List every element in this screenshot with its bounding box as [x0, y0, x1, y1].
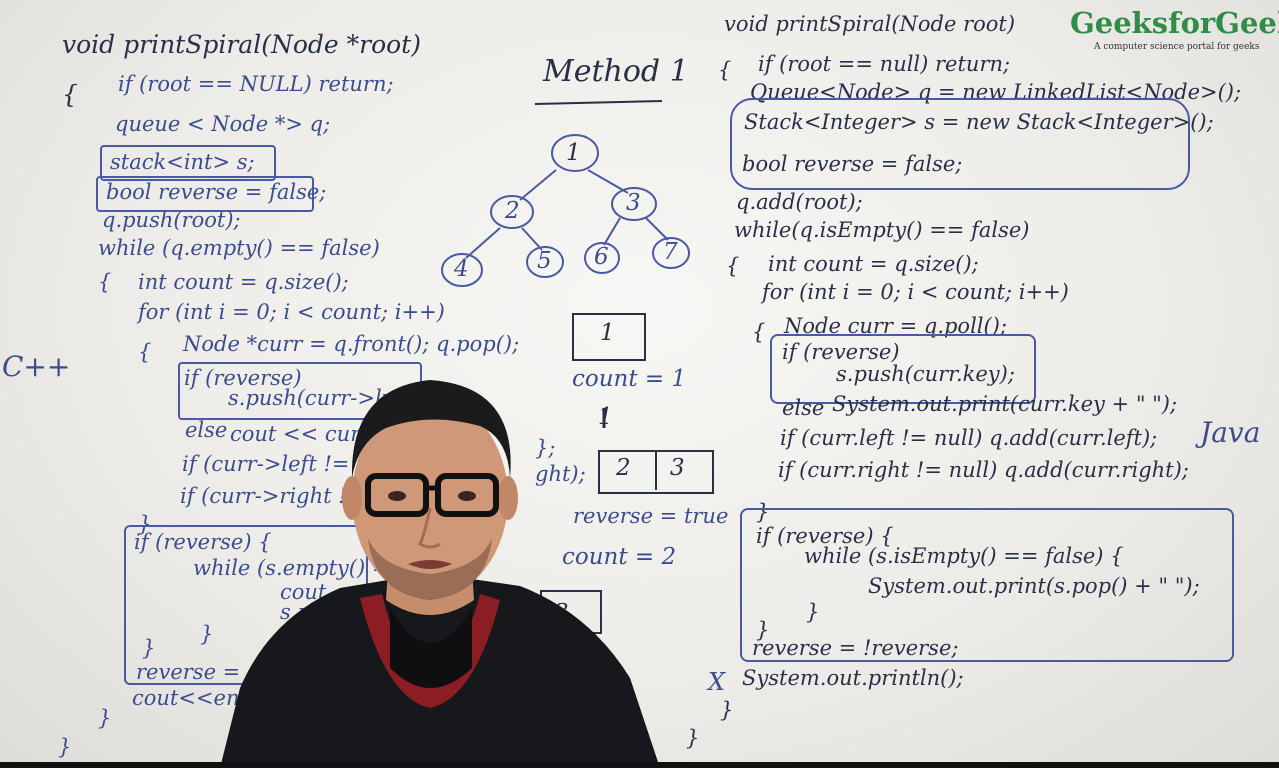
java-line-26: reverse = !reverse;: [752, 636, 959, 660]
cpp-line-10: int count = q.size();: [138, 270, 349, 294]
cpp-stack-box: [100, 145, 276, 181]
java-line-29: }: [720, 698, 734, 722]
java-line-30: }: [686, 726, 700, 750]
java-line-17: System.out.print(curr.key + " ");: [832, 392, 1178, 416]
cpp-line-27: }: [200, 622, 214, 646]
java-line-10: int count = q.size();: [768, 252, 979, 276]
tree-node-6: 6: [594, 244, 609, 270]
bottom-edge: [0, 762, 1279, 768]
cpp-line-2: {: [62, 80, 78, 109]
tree-node-1: 1: [566, 140, 581, 166]
cpp-line-22: }: [138, 512, 152, 536]
cpp-line-6: bool reverse = false;: [106, 180, 327, 204]
java-line-14: if (reverse): [782, 340, 900, 364]
java-line-15: s.push(curr.key);: [836, 362, 1015, 386]
queue-box-2-value-a: 2: [616, 455, 631, 481]
queue-box-2-value-b: 3: [670, 455, 685, 481]
java-line-3: if (root == null) return;: [758, 52, 1011, 76]
java-line-18: if (curr.left != null) q.add(curr.left);: [780, 426, 1158, 450]
cross-mark: X: [708, 668, 726, 696]
cpp-line-21: ght);: [535, 462, 586, 486]
java-line-1: void printSpiral(Node root): [724, 12, 1016, 36]
queue-box-1-value: 1: [600, 320, 615, 346]
cpp-bool-box: [96, 176, 314, 212]
tree-node-3: 3: [626, 190, 641, 216]
java-line-11: for (int i = 0; i < count; i++): [762, 280, 1069, 304]
tree-node-2: 2: [505, 198, 520, 224]
cpp-line-30: cout<<en: [132, 686, 240, 710]
java-line-6: bool reverse = false;: [742, 152, 963, 176]
presenter-figure: [220, 380, 660, 768]
tree-node-4: 4: [454, 256, 469, 282]
queue-box-1: [572, 313, 646, 361]
java-line-20: }: [756, 500, 770, 524]
cpp-line-9: {: [98, 270, 112, 294]
java-line-23: System.out.print(s.pop() + " ");: [868, 574, 1200, 598]
tree-node-7: 7: [663, 239, 678, 265]
java-line-4: Queue<Node> q = new LinkedList<Node>();: [750, 80, 1242, 104]
java-language-label: Java: [1200, 416, 1261, 449]
java-line-12: {: [752, 320, 766, 344]
java-line-9: {: [726, 254, 740, 278]
method-title: Method 1: [543, 54, 689, 89]
cpp-line-12: {: [138, 340, 152, 364]
count-1-text: count = 1: [572, 366, 687, 392]
java-line-19: if (curr.right != null) q.add(curr.right…: [778, 458, 1189, 482]
java-line-5: Stack<Integer> s = new Stack<Integer>();: [744, 110, 1214, 134]
cpp-line-20: };: [535, 436, 556, 460]
cpp-line-13: Node *curr = q.front(); q.pop();: [183, 332, 520, 356]
cpp-line-14: if (reverse): [184, 366, 302, 390]
java-line-25: }: [756, 618, 770, 642]
tree-node-5: 5: [537, 248, 552, 274]
arrow-mark: 1: [598, 404, 613, 430]
cpp-line-4: queue < Node *> q;: [115, 112, 331, 136]
cpp-line-3: if (root == NULL) return;: [118, 72, 394, 96]
java-line-24: }: [806, 600, 820, 624]
cpp-line-23: if (reverse) {: [134, 530, 272, 554]
java-reverse-box: [770, 334, 1036, 404]
cpp-line-5: stack<int> s;: [110, 150, 255, 174]
cpp-language-label: C++: [2, 350, 71, 383]
geeksforgeeks-logo: GeeksforGeek: [1070, 6, 1279, 40]
cpp-line-16: else: [185, 418, 228, 442]
java-line-22: while (s.isEmpty() == false) {: [804, 544, 1124, 568]
java-line-7: q.add(root);: [736, 190, 863, 214]
cpp-line-1: void printSpiral(Node *root): [62, 30, 421, 59]
java-line-16: else: [782, 396, 825, 420]
cpp-line-31: }: [98, 706, 112, 730]
java-line-21: if (reverse) {: [756, 524, 894, 548]
java-line-2: {: [718, 58, 732, 82]
reverse-true-text: reverse = true: [573, 504, 729, 528]
java-reverse-block-box: [740, 508, 1234, 662]
java-stack-box: [730, 98, 1190, 190]
queue-box-2-divider: [655, 450, 657, 490]
cpp-line-29: reverse =: [136, 660, 241, 684]
cpp-line-28: }: [142, 636, 156, 660]
cpp-line-7: q.push(root);: [102, 208, 241, 232]
logo-tagline: A computer science portal for geeks: [1094, 42, 1260, 52]
cpp-line-32: }: [58, 735, 72, 759]
cpp-line-11: for (int i = 0; i < count; i++): [138, 300, 445, 324]
java-line-28: System.out.println();: [742, 666, 964, 690]
java-line-8: while(q.isEmpty() == false): [734, 218, 1030, 242]
cpp-line-8: while (q.empty() == false): [98, 236, 380, 260]
cpp-line-24: while (s.empty() =: [193, 556, 390, 580]
count-2-text: count = 2: [562, 544, 677, 570]
